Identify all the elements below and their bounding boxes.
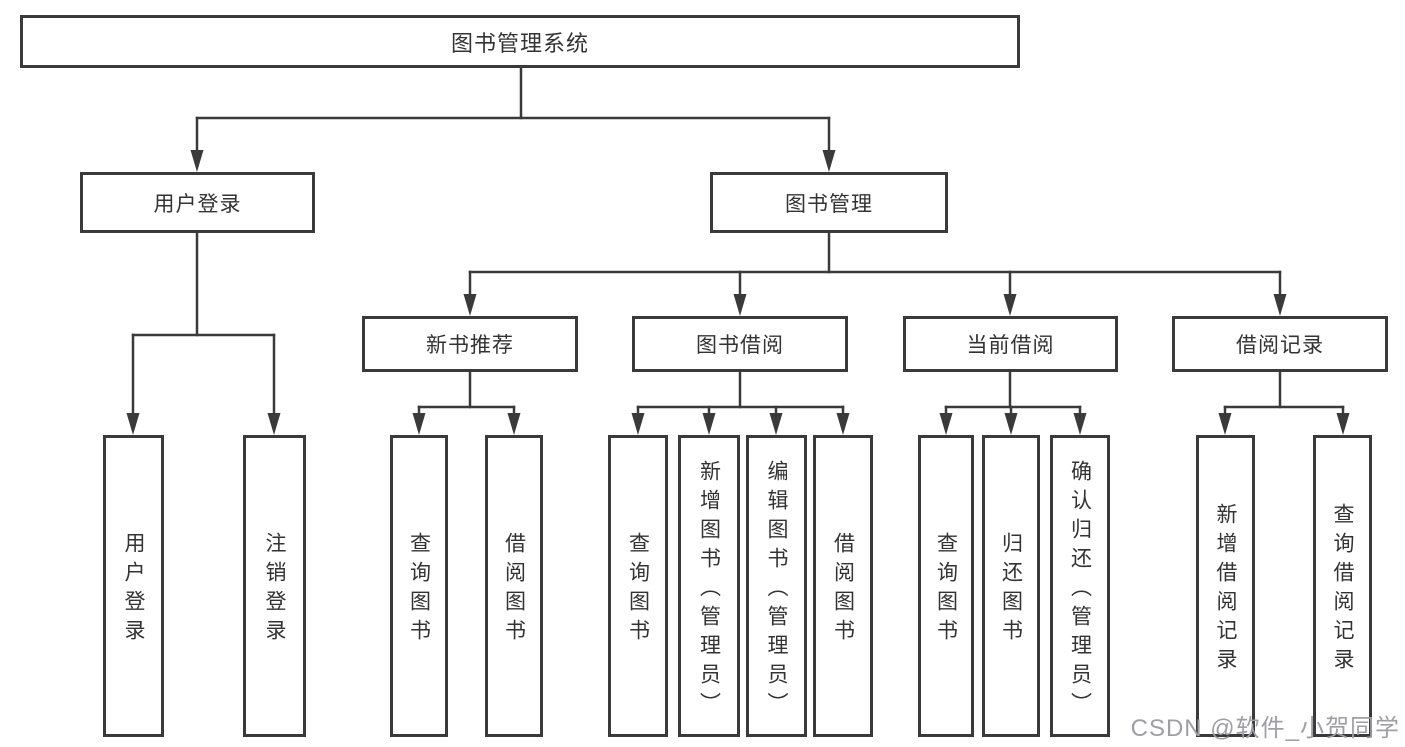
node-leaf-query-borrow-record: 查询借阅记录 [1313, 435, 1372, 737]
node-book-mgmt: 图书管理 [710, 172, 948, 233]
arrowhead [1336, 413, 1350, 435]
node-leaf-return-books: 归还图书 [982, 435, 1040, 737]
connector-root-to-branches [190, 65, 836, 172]
node-leaf-edit-books: 编辑图书（管理员） [746, 435, 807, 737]
node-current-borrow: 当前借阅 [903, 316, 1118, 372]
node-leaf-borrow-books-1: 借阅图书 [485, 435, 543, 737]
connector-borrow-records-to-leaves [1218, 370, 1350, 435]
node-root: 图书管理系统 [20, 15, 1020, 68]
node-leaf-add-borrow-record: 新增借阅记录 [1196, 435, 1255, 737]
connector-current-borrow-to-leaves [939, 370, 1087, 435]
node-leaf-query-books-3: 查询图书 [918, 435, 974, 737]
connector-book-mgmt-to-level3 [463, 231, 1287, 316]
arrowhead [507, 413, 521, 435]
arrowhead [267, 413, 281, 435]
arrowhead [1004, 413, 1018, 435]
arrowhead [463, 294, 477, 316]
watermark: CSDN @软件_小贺同学 [1130, 715, 1400, 742]
node-new-book-rec: 新书推荐 [362, 316, 578, 372]
node-book-borrow: 图书借阅 [632, 316, 848, 372]
arrowhead [126, 413, 140, 435]
node-borrow-records: 借阅记录 [1172, 316, 1388, 372]
node-leaf-borrow-books-2: 借阅图书 [813, 435, 873, 737]
arrowhead [190, 150, 204, 172]
arrowhead [1273, 294, 1287, 316]
arrowhead [702, 413, 716, 435]
arrowhead [1003, 294, 1017, 316]
arrowhead [1073, 413, 1087, 435]
arrowhead [836, 413, 850, 435]
arrowhead [733, 294, 747, 316]
arrowhead [769, 413, 783, 435]
node-leaf-confirm-return: 确认归还（管理员） [1050, 435, 1110, 737]
connector-book-borrow-to-leaves [631, 370, 850, 435]
arrowhead [822, 150, 836, 172]
node-leaf-query-books-1: 查询图书 [390, 435, 448, 737]
arrowhead [412, 413, 426, 435]
arrowhead [631, 413, 645, 435]
node-leaf-user-login: 用户登录 [103, 435, 164, 737]
node-user-login: 用户登录 [80, 172, 315, 233]
node-leaf-logout: 注销登录 [243, 435, 306, 737]
arrowhead [1218, 413, 1232, 435]
connector-user-login-to-leaves [126, 231, 281, 435]
arrowhead [939, 413, 953, 435]
node-leaf-query-books-2: 查询图书 [608, 435, 668, 737]
node-leaf-add-books: 新增图书（管理员） [678, 435, 740, 737]
connector-new-book-rec-to-leaves [412, 370, 521, 435]
